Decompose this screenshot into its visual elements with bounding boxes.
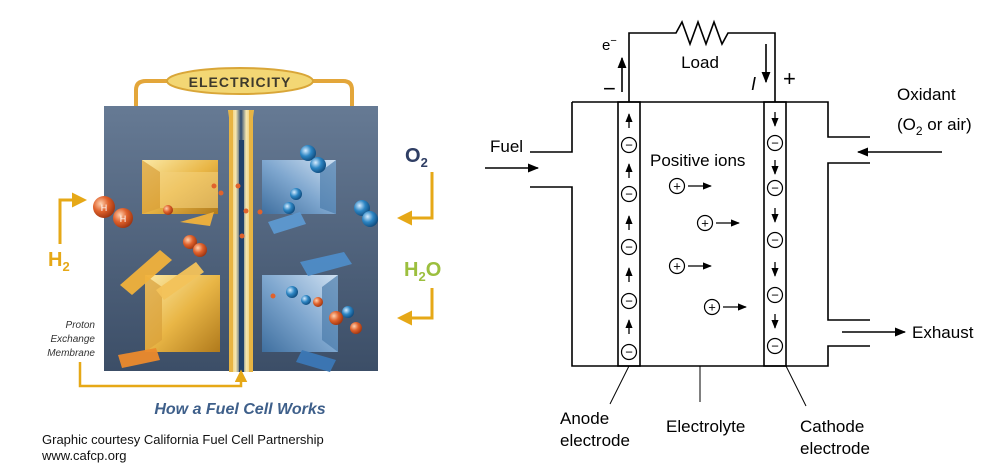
current-label: I [751,74,756,94]
electrolyte-label: Electrolyte [666,417,745,436]
h2-label: H2 [48,249,70,274]
anode-label-2: electrode [560,431,630,450]
electron-label: e− [602,35,617,54]
positive-ions: + + + + [670,179,747,315]
cathode-electrons: − − − − − [768,112,783,354]
anode-electron-symbol: − [625,240,633,255]
fuel-cell-caption: How a Fuel Cell Works [154,401,325,418]
anode-electron-symbol: − [625,138,633,153]
credit-url: www.cafcp.org [42,448,324,464]
h2o-label: H2O [404,259,441,284]
electricity-label: ELECTRICITY [189,74,292,90]
anode-pointer [610,366,629,404]
svg-text:Membrane: Membrane [47,348,95,359]
minus-terminal: − [603,76,616,101]
anode-electron-symbol: − [625,187,633,202]
fuel-cell-schematic [485,22,942,406]
positive-ions-label: Positive ions [650,151,745,170]
cathode-electron-symbol: − [771,181,779,196]
plus-terminal: + [783,66,796,91]
o2-inlet-arrow [400,172,432,218]
electricity-banner: ELECTRICITY [167,68,313,94]
positive-ion-symbol: + [701,216,709,231]
h2-inlet-arrow [60,200,84,244]
membrane-label: Proton Exchange Membrane [47,320,95,359]
anode-electron-symbol: − [625,345,633,360]
svg-text:H: H [101,203,108,213]
fuel-cell-illustration: ELECTRICITY [47,68,441,418]
exhaust-label: Exhaust [912,323,974,342]
anode-label: Anode [560,409,609,428]
positive-ion-symbol: + [708,300,716,315]
h2o-outlet-arrow [400,288,432,318]
cathode-chamber-lower [262,275,338,352]
positive-ion-symbol: + [673,259,681,274]
svg-text:H: H [120,214,127,224]
oxidant-label: Oxidant [897,85,956,104]
oxidant-sublabel: (O2 or air) [897,115,972,138]
positive-ion-symbol: + [673,179,681,194]
svg-text:Proton: Proton [66,320,96,331]
anode-electrons: − − − − − [622,114,637,360]
fuel-label: Fuel [490,137,523,156]
cathode-pointer [786,366,806,406]
o2-label: O2 [405,145,428,170]
svg-text:Exchange: Exchange [51,334,96,345]
load-label: Load [681,53,719,72]
cathode-label: Cathode [800,417,864,436]
anode-electron-symbol: − [625,294,633,309]
cathode-electron-symbol: − [771,339,779,354]
credit-line: Graphic courtesy California Fuel Cell Pa… [42,432,324,448]
cell-outline [530,102,870,366]
cathode-electron-symbol: − [771,136,779,151]
image-credit: Graphic courtesy California Fuel Cell Pa… [42,432,324,464]
cathode-label-2: electrode [800,439,870,458]
cathode-electron-symbol: − [771,233,779,248]
anode-chamber-upper [142,160,218,214]
cathode-electron-symbol: − [771,288,779,303]
